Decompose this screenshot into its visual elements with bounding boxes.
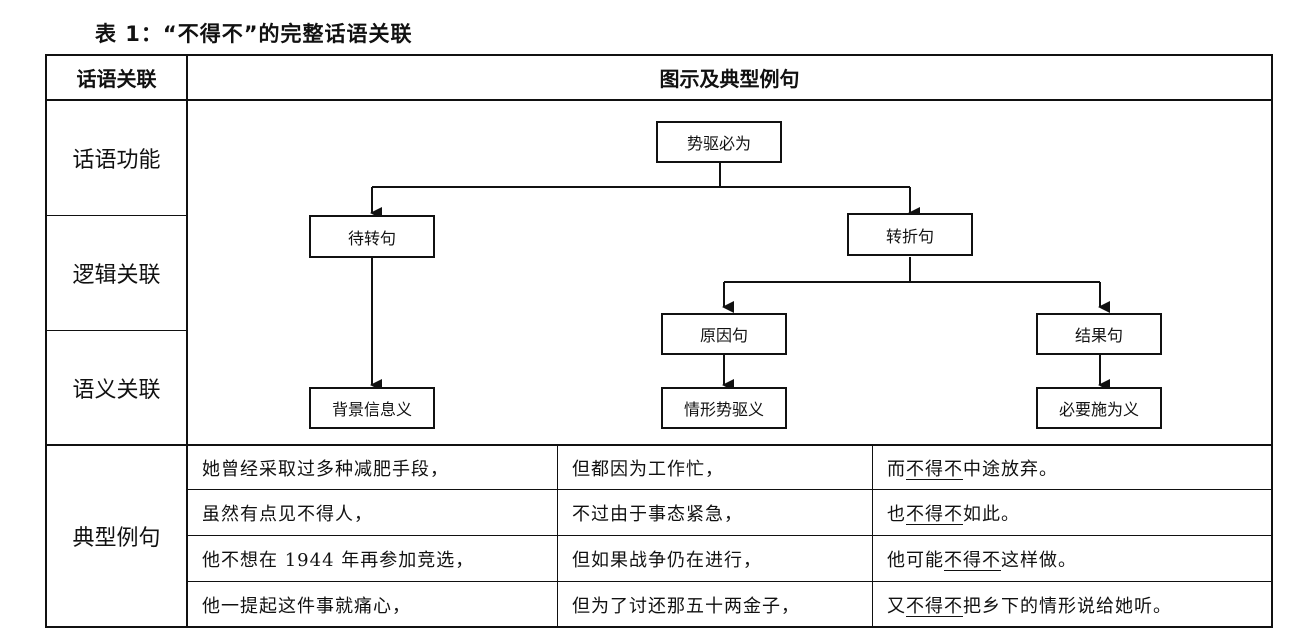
example-2-keyword: 不得不 bbox=[906, 504, 963, 525]
header-divider bbox=[45, 99, 1273, 101]
example-2-suffix: 如此。 bbox=[963, 504, 1020, 525]
example-3-clause-1: 他不想在 1944 年再参加竞选， bbox=[202, 550, 475, 571]
example-2-clause-3: 也不得不如此。 bbox=[887, 491, 1020, 535]
example-4-prefix: 又 bbox=[887, 596, 906, 617]
row-label-examples: 典型例句 bbox=[72, 526, 161, 551]
row-label-semantic: 语义关联 bbox=[72, 377, 161, 403]
example-1-keyword: 不得不 bbox=[906, 458, 963, 480]
example-3-clause-3: 他可能不得不这样做。 bbox=[887, 537, 1077, 581]
example-1-clause-1: 她曾经采取过多种减肥手段， bbox=[202, 458, 449, 480]
table-frame bbox=[45, 54, 1273, 628]
node-root: 势驱必为 bbox=[656, 121, 782, 163]
example-row-divider-2 bbox=[186, 535, 1273, 536]
node-situation-meaning: 情形势驱义 bbox=[661, 387, 787, 429]
label-column-divider bbox=[186, 54, 188, 628]
header-diagram-examples: 图示及典型例句 bbox=[659, 67, 800, 91]
node-necessity-meaning: 必要施为义 bbox=[1036, 387, 1162, 429]
example-1-clause-2: 但都因为工作忙， bbox=[572, 458, 724, 480]
example-col-divider-2 bbox=[872, 444, 873, 628]
header-discourse-relation: 话语关联 bbox=[76, 67, 157, 91]
row-divider-1 bbox=[45, 215, 186, 216]
example-4-clause-3: 又不得不把乡下的情形说给她听。 bbox=[887, 583, 1172, 627]
example-3-keyword: 不得不 bbox=[944, 550, 1001, 571]
row-label-logic: 逻辑关联 bbox=[72, 263, 161, 288]
example-2-clause-1: 虽然有点见不得人， bbox=[202, 504, 373, 525]
node-adversative-clause: 转折句 bbox=[847, 213, 973, 256]
example-4-clause-1: 他一提起这件事就痛心， bbox=[202, 596, 411, 617]
example-1-suffix: 中途放弃。 bbox=[963, 458, 1058, 480]
row-label-function: 话语功能 bbox=[72, 148, 161, 173]
example-2-clause-2: 不过由于事态紧急， bbox=[572, 504, 743, 525]
example-4-suffix: 把乡下的情形说给她听。 bbox=[963, 596, 1172, 617]
example-4-keyword: 不得不 bbox=[906, 596, 963, 617]
node-pending-clause: 待转句 bbox=[309, 215, 435, 258]
example-3-clause-2: 但如果战争仍在进行， bbox=[572, 550, 762, 571]
example-4-clause-2: 但为了讨还那五十两金子， bbox=[572, 596, 800, 617]
example-1-prefix: 而 bbox=[887, 458, 906, 480]
row-divider-2 bbox=[45, 330, 186, 331]
example-1-clause-3: 而不得不中途放弃。 bbox=[887, 446, 1058, 489]
example-3-prefix: 他可能 bbox=[887, 550, 944, 571]
node-background-meaning: 背景信息义 bbox=[309, 387, 435, 429]
example-3-suffix: 这样做。 bbox=[1001, 550, 1077, 571]
node-result-clause: 结果句 bbox=[1036, 313, 1162, 355]
node-cause-clause: 原因句 bbox=[661, 313, 787, 355]
table-caption: 表 1：“不得不”的完整话语关联 bbox=[95, 22, 413, 46]
examples-divider bbox=[45, 444, 1273, 446]
example-row-divider-1 bbox=[186, 489, 1273, 490]
example-2-prefix: 也 bbox=[887, 504, 906, 525]
example-row-divider-3 bbox=[186, 581, 1273, 582]
example-col-divider-1 bbox=[557, 444, 558, 628]
